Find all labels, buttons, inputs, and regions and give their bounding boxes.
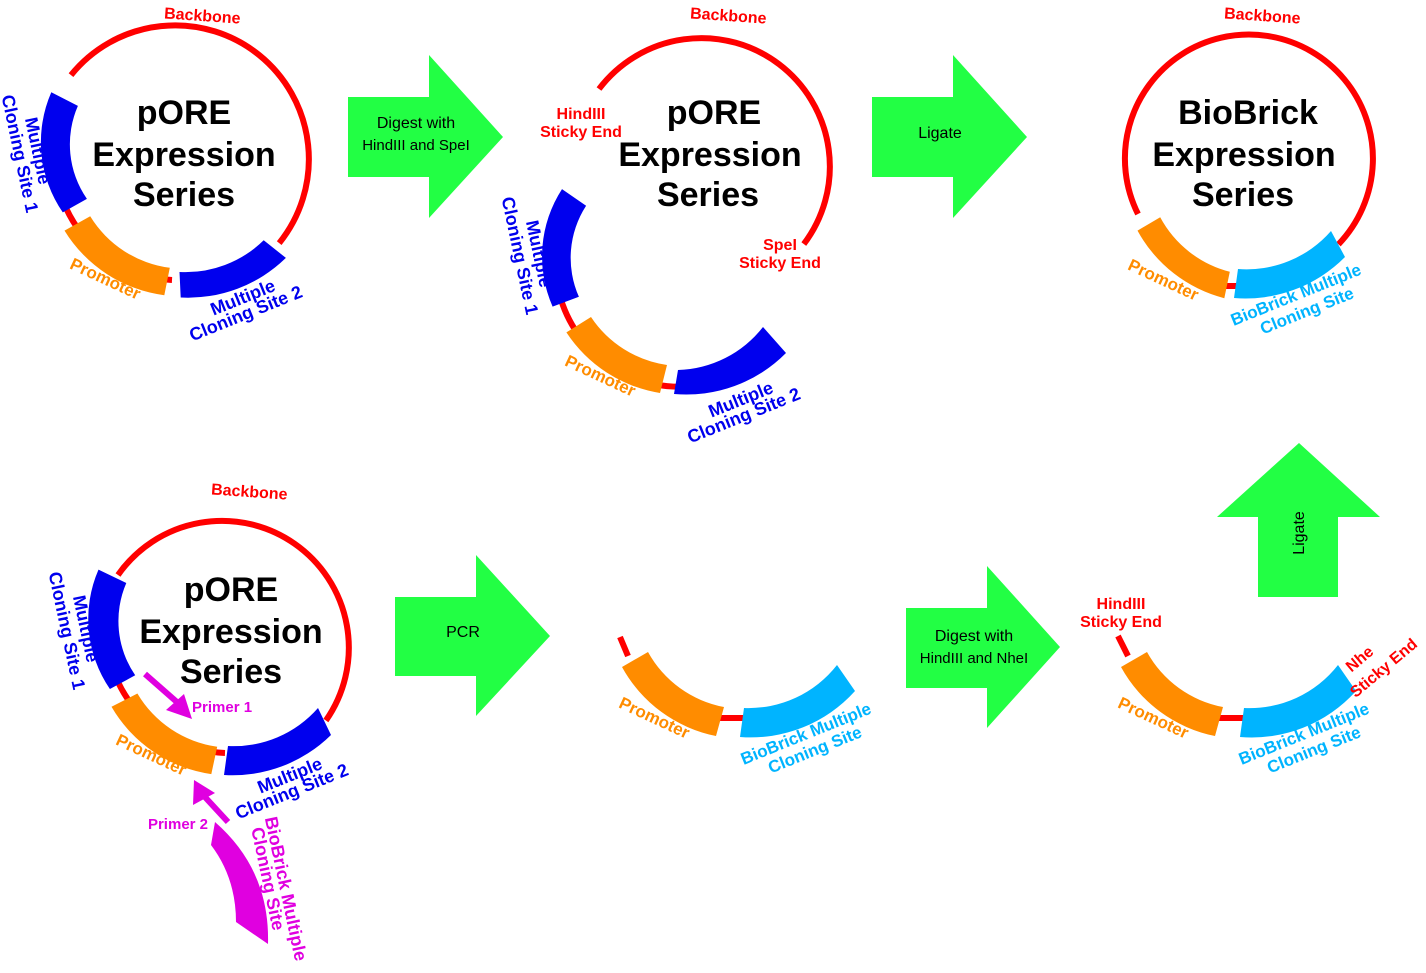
arrow-ligate-up: Ligate [1217,443,1380,597]
mcs1-block [40,92,87,213]
arrow-digest-hindiii-spei: Digest with HindIII and SpeI [348,55,503,218]
primer1-arrow-shaft [143,671,180,706]
plasmid-title-line1: pORE [667,94,761,132]
plasmid-title-line1: pORE [137,94,231,132]
primer1-label: Primer 1 [192,699,252,716]
mcs1-block [88,569,136,689]
plasmid-title-line3: Series [133,176,235,214]
arrow-label: Ligate [1291,511,1308,555]
backbone-ring [115,517,352,723]
hindiii-label-line1: HindIII [1097,596,1146,613]
hindiii-label-line2: Sticky End [540,124,622,141]
backbone-label: Backbone [690,5,768,27]
arrow-shape [1217,443,1380,597]
mcs2-block [224,708,331,776]
plasmid-title-line3: Series [180,653,282,691]
promoter-block [566,317,667,393]
backbone-ring [1121,31,1376,247]
promoter-block [1121,652,1223,736]
arrow-label: Ligate [918,125,962,142]
spei-label-line1: SpeI [763,237,797,254]
primer1-arrow-head [166,694,192,719]
plasmid-title-line2: Expression [139,613,322,651]
fragment-digested: HindIII Sticky End Nhe Sticky End Promot… [1080,596,1421,777]
promoter-block [1137,217,1230,299]
arrow-label-line1: Digest with [935,628,1013,645]
fragment-pcr-product: Promoter BioBrick Multiple Cloning Site [616,635,874,777]
backbone-label: Backbone [1224,5,1302,27]
arrow-ligate-top: Ligate [872,55,1027,218]
arrow-shape [348,55,503,218]
arrow-label-line1: Digest with [377,115,455,132]
backbone-label: Backbone [211,481,289,503]
arrow-label-line2: HindIII and NheI [920,650,1028,667]
hindiii-label-line1: HindIII [557,106,606,123]
arrow-shape [395,555,550,716]
mcs2-block [179,240,286,298]
mcs2-block [674,327,786,395]
primer2-arrow-head [193,780,215,805]
arrow-label: PCR [446,624,480,641]
backbone-ring [68,22,312,245]
plasmid-title-line2: Expression [618,136,801,174]
arrow-shape [906,566,1060,728]
plasmid-pore-top-left: pORE Expression Series Backbone Multiple… [0,5,312,345]
plasmid-title-line1: BioBrick [1178,94,1318,132]
biobrick-mcs-block [740,665,855,738]
biobrick-mcs-block [1240,665,1356,738]
biobrick-mcs-primer-tail [211,822,269,944]
biobrick-mcs-block [1234,231,1345,299]
backbone-link-left [1115,634,1131,658]
arrow-digest-hindiii-nhei: Digest with HindIII and NheI [906,566,1060,728]
promoter-block [111,693,218,775]
promoter-block [64,216,170,296]
arrow-shape [872,55,1027,218]
plasmid-title-line2: Expression [1152,136,1335,174]
plasmid-pore-top-middle: pORE Expression Series Backbone HindIII … [498,5,833,447]
mcs1-block [542,189,587,307]
hindiii-label-line2: Sticky End [1080,614,1162,631]
primer2-label: Primer 2 [148,816,208,833]
backbone-link-left [617,635,631,658]
plasmid-title-line3: Series [1192,176,1294,214]
plasmid-title-line2: Expression [92,136,275,174]
spei-label-line2: Sticky End [739,255,821,272]
primer2-arrow-shaft [201,793,231,825]
plasmid-title-line1: pORE [184,571,278,609]
plasmid-pore-bottom-left: pORE Expression Series Backbone Multiple… [45,481,352,963]
plasmid-title-line3: Series [657,176,759,214]
arrow-label-line2: HindIII and SpeI [362,137,470,154]
backbone-label: Backbone [164,5,242,27]
promoter-block [622,652,724,736]
arrow-pcr: PCR [395,555,550,716]
backbone-cut-arc [596,35,833,246]
plasmid-biobrick-top-right: BioBrick Expression Series Backbone Prom… [1121,5,1376,338]
